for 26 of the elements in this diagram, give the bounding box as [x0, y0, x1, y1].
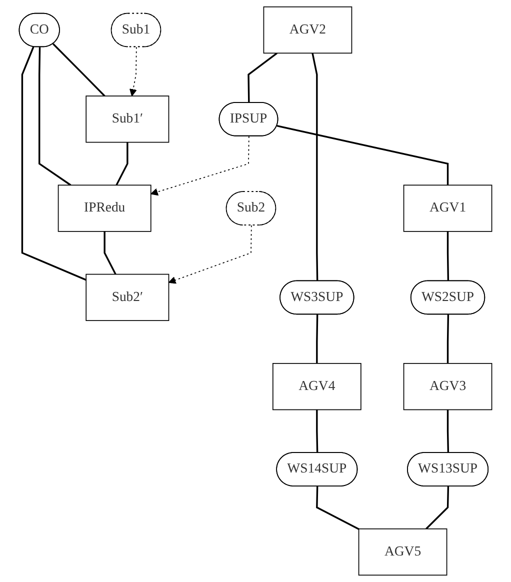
- connector: [52, 43, 106, 97]
- connector: [316, 486, 360, 530]
- arrow: [150, 136, 250, 196]
- connector: [248, 52, 278, 103]
- node-box: AGV4: [272, 363, 362, 410]
- connector: [21, 46, 86, 281]
- node-box: AGV2: [263, 6, 352, 54]
- connector: [316, 314, 318, 364]
- node-box: AGV5: [358, 528, 448, 576]
- connector: [446, 314, 450, 364]
- connector: [316, 410, 318, 454]
- node-box: AGV3: [403, 363, 492, 410]
- connector: [104, 231, 116, 275]
- connector: [116, 142, 128, 186]
- node-box: IPRedu: [58, 184, 152, 232]
- node-box: AGV1: [403, 184, 492, 232]
- connector: [426, 486, 450, 530]
- node-box: Sub1′: [86, 96, 170, 143]
- connector: [38, 47, 72, 186]
- connector: [276, 125, 449, 186]
- connector: [446, 410, 450, 454]
- arrow: [168, 225, 252, 284]
- node-box: Sub2′: [86, 274, 170, 321]
- connector: [446, 231, 450, 282]
- arrow: [129, 46, 137, 96]
- connector: [312, 52, 318, 282]
